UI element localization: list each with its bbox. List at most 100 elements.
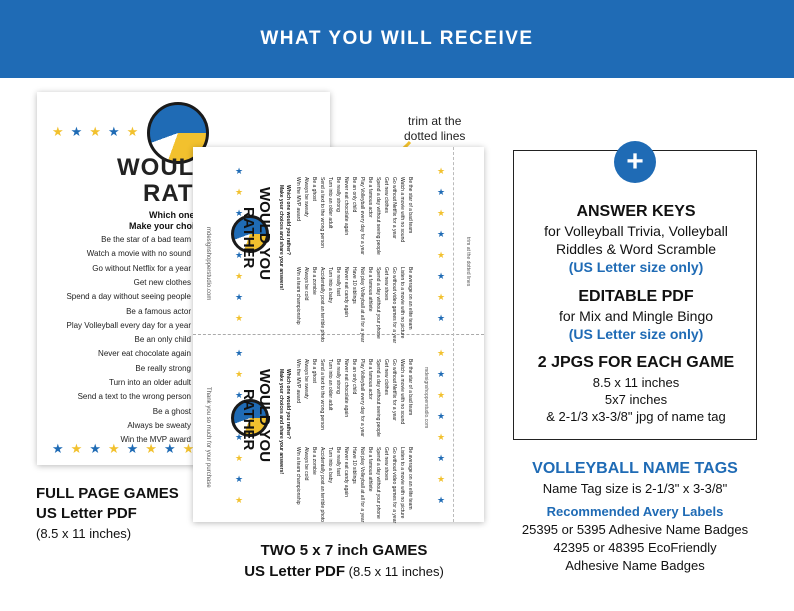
answer-keys-line1: for Volleyball Trivia, Volleyball [544,223,728,239]
star-icon: ★ [235,208,244,218]
star-icon: ★ [52,441,64,456]
answer-keys-note: (US Letter size only) [568,259,704,275]
full-subtitle-2: Make your choices and s [129,221,236,231]
question-text: Go without Netflix for a year [92,263,191,273]
star-icon: ★ [235,187,244,197]
star-icon: ★ [145,441,157,456]
jpg-line2: 5x7 inches [604,392,668,407]
rotated-question: Always be cold [303,267,309,301]
star-icon: ★ [437,432,446,442]
star-icon: ★ [70,124,83,139]
editable-heading: EDITABLE PDF [578,288,694,305]
rotated-question: Send a text to the wrong person [319,359,325,430]
rotated-question: Go without video games for a year [391,447,397,524]
rotated-question: Be the star of a bad team [407,177,413,234]
star-icon: ★ [182,441,195,456]
fbs-sub1: Which one would you rather? [285,185,291,255]
fbs-sub2: Make your choices and share your answers… [278,185,284,291]
rotated-question: Get new shoes [383,447,389,481]
rotated-question: Always be sweaty [303,359,309,399]
question-text: Get new clothes [133,277,191,287]
star-icon: ★ [437,495,446,505]
star-icon: ★ [235,390,244,400]
question-text: Spend a day without seeing people [66,292,191,302]
question-text: Turn into an older adult [109,378,191,387]
rotated-question: Get new clothes [383,177,389,213]
two-caption-1: TWO 5 x 7 inch GAMES [260,542,428,559]
full-caption-3: (8.5 x 11 inches) [36,526,132,541]
fbs-title2: RATHER [240,207,257,269]
rotated-question: Be a famous athlete [367,447,373,492]
rotated-question: Listen to a movie with no picture [399,447,405,519]
star-icon: ★ [126,441,139,456]
trim-note-line2: dotted lines [404,129,466,143]
answer-keys-line2: Riddles & Word Scramble [555,241,717,257]
star-icon: ★ [235,271,244,281]
star-icon: ★ [437,292,446,302]
rotated-question: Turn into an older adult [327,359,333,411]
rotated-question: Turn into a baby [327,447,333,483]
question-text: Win the MVP award [120,435,191,445]
star-icon: ★ [89,441,101,456]
fbs-title1: WOULD YOU [256,187,273,281]
rotated-question: Accidentally post an terrible photo [319,447,325,523]
rotated-question: Be a famous actor [367,359,373,400]
jpg-line1: 8.5 x 11 inches [592,375,680,390]
star-icon: ★ [437,187,446,197]
rotated-question: Win the MVP award [295,359,301,404]
volleyball-icon [147,102,209,164]
rotated-question: Spend a day without your phone [375,447,381,519]
question-text: Be an only child [134,335,191,345]
star-icon: ★ [235,348,244,358]
star-icon: ★ [235,495,244,505]
name-tags-line2: 42395 or 48395 EcoFriendly [553,540,717,555]
star-icon: ★ [437,229,446,239]
star-icon: ★ [52,124,64,139]
rotated-question: Watch a movie with no sound [399,359,405,425]
star-icon: ★ [437,271,446,281]
question-text: Always be sweaty [127,420,191,430]
banner-title: WHAT YOU WILL RECEIVE [260,28,534,49]
stars-column-right-bottom: ★ ★ ★ ★ ★ ★ ★ ★ [437,347,445,507]
question-text: Be really strong [135,363,191,373]
rotated-question: Win a team championship [295,267,301,325]
rotated-question: Go without Netflix for a year [391,177,397,239]
rotated-question: Win the MVP award [295,177,301,222]
rotated-question: Play Volleyball every day for a year [359,177,365,255]
rotated-question: Be really fast [335,447,341,476]
header-banner: WHAT YOU WILL RECEIVE [0,0,794,78]
star-icon: ★ [126,124,139,139]
thanks-text: Thank you so much for your purchase [205,387,211,488]
rotated-question: Accidentally post an terrible photo [319,267,325,343]
top-stars-left: ★ ★ ★ ★ ★ [52,125,138,138]
name-tags-section: VOLLEYBALL NAME TAGS Name Tag size is 2-… [503,460,767,573]
star-icon: ★ [235,250,244,260]
star-icon: ★ [235,432,244,442]
star-icon: ★ [163,441,176,456]
star-icon: ★ [437,453,446,463]
volleyball-icon [231,399,269,437]
side-url: mdesignshopperstudio.com [205,227,211,301]
answer-keys-heading: ANSWER KEYS [576,203,696,220]
full-page-caption: FULL PAGE GAMES US Letter PDF (8.5 x 11 … [36,484,179,544]
rotated-question: Have 10 siblings [351,447,357,484]
fbs-title1-bottom: WOULD YOU [256,369,273,463]
rotated-question: Not play Volleyball at all for a year [359,267,365,343]
rotated-question: Win a team championship [295,447,301,505]
question-text: Watch a movie with no sound [86,249,191,259]
two-games-caption: TWO 5 x 7 inch GAMES US Letter PDF (8.5 … [238,540,450,582]
rotated-question: Be a zombie [311,267,317,295]
name-tags-rec: Recommended Avery Labels [546,504,724,519]
question-text: Send a text to the wrong person [77,392,191,402]
rotated-question: Be really strong [335,359,341,394]
star-icon: ★ [235,292,244,302]
rotated-question: Be a zombie [311,447,317,475]
rotated-question: Have 10 siblings [351,267,357,304]
name-tags-title: VOLLEYBALL NAME TAGS [532,460,738,477]
rotated-question: Be average on an elite team [407,267,413,330]
rotated-question: Never eat candy again [343,447,349,498]
rotated-question: Be really fast [335,267,341,296]
rotated-question: Be a famous athlete [367,267,373,312]
fbs-title2-bottom: RATHER [240,389,257,451]
two-caption-2-rest: (8.5 x 11 inches) [345,564,444,579]
